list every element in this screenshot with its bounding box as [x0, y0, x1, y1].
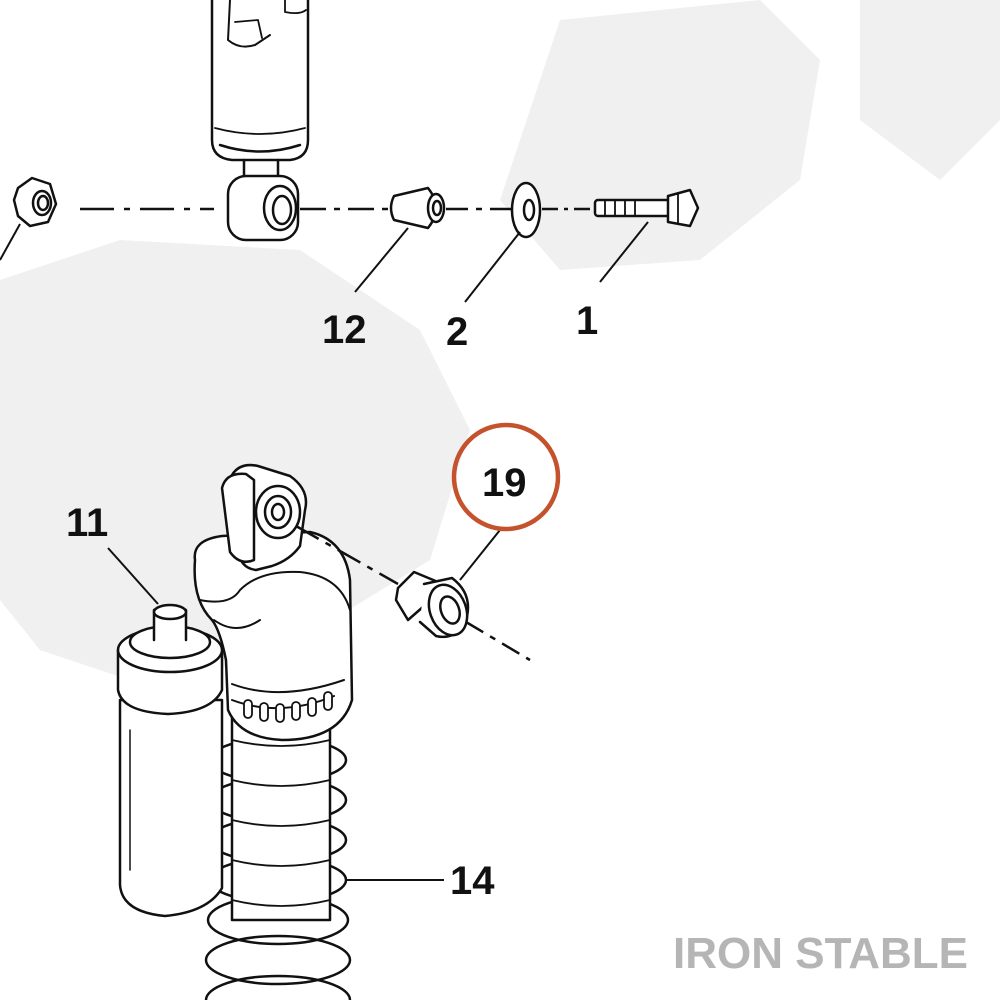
- part-19-bushing: [394, 570, 470, 639]
- lower-assembly-axis: [295, 524, 531, 662]
- part-1-bolt: [593, 188, 700, 228]
- highlight-circle: [451, 422, 561, 532]
- lower-leader-lines: [107, 529, 501, 881]
- callout-part-19: 19: [482, 461, 527, 505]
- lower-shock-head: [193, 530, 354, 742]
- lower-shock-clevis: [220, 463, 308, 572]
- callout-part-2: 2: [446, 310, 468, 354]
- brand-watermark: IRON STABLE: [673, 929, 968, 978]
- callout-part-14: 14: [450, 859, 495, 903]
- upper-shock-body: [210, 0, 310, 162]
- upper-mount-assembly: [12, 0, 700, 242]
- callout-part-11: 11: [66, 501, 108, 545]
- upper-leader-lines: [0, 221, 649, 303]
- callout-part-1: 1: [576, 299, 598, 343]
- part-2-washer: [510, 181, 542, 239]
- part-11-reservoir: [116, 603, 224, 918]
- upper-shock-eye: [226, 158, 300, 242]
- hex-nut: [12, 176, 58, 228]
- callout-part-12: 12: [322, 308, 367, 352]
- background-watermark-shapes: [0, 0, 1000, 690]
- lower-shock-assembly: [116, 463, 470, 1000]
- part-12-spacer: [389, 186, 446, 230]
